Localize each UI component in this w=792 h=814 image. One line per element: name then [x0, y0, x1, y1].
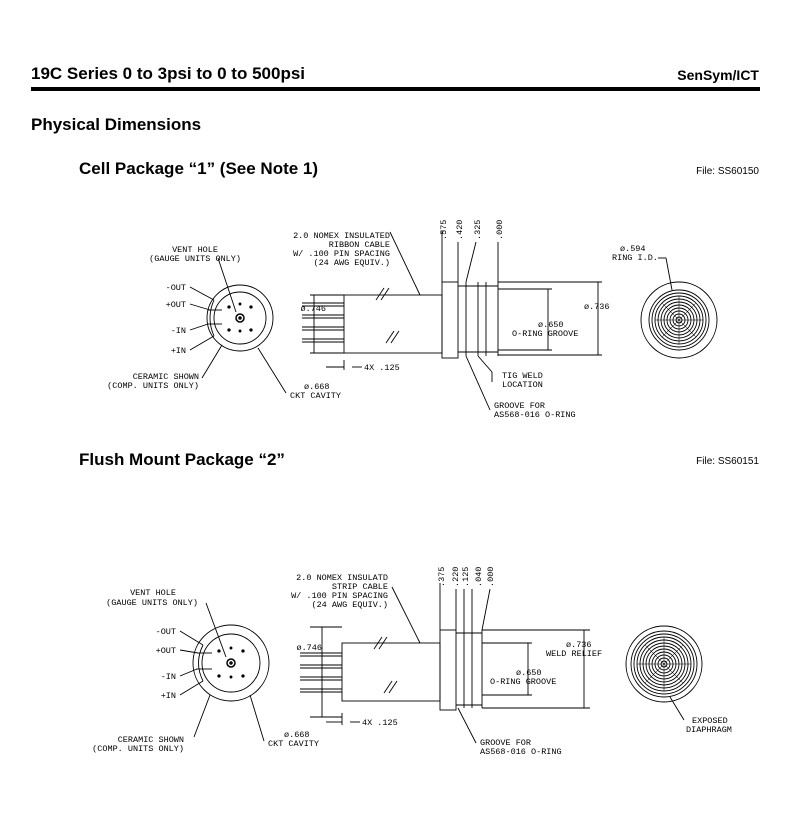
- package-2-dim-220: .220: [451, 567, 461, 587]
- package-2-in-minus-label: -IN: [161, 672, 176, 682]
- package-1-drawing: VENT HOLE (GAUGE UNITS ONLY) -OUT +OUT -…: [107, 220, 718, 420]
- package-2-cavity-label-sub: CKT CAVITY: [268, 739, 319, 749]
- package-1-groove-label-sub: AS568-016 O-RING: [494, 410, 576, 420]
- package-2-vent-label-sub: (GAUGE UNITS ONLY): [106, 598, 198, 608]
- package-2-weld-diameter: ø.736: [566, 640, 592, 650]
- package-1-oring-label: O-RING GROOVE: [512, 329, 578, 339]
- brand-name: SenSym/ICT: [677, 67, 759, 83]
- package-2-cable-label-3: W/ .100 PIN SPACING: [291, 591, 388, 601]
- package-1-tig-label: TIG WELD: [502, 371, 543, 381]
- package-1-in-plus-label: +IN: [171, 346, 186, 356]
- package-1-cable-label: 2.0 NOMEX INSULATED: [293, 231, 390, 241]
- section-title: Physical Dimensions: [31, 115, 202, 134]
- package-2-vent-label: VENT HOLE: [130, 588, 176, 598]
- package-1-rear-view: [640, 257, 718, 359]
- package-2-body-diameter: ø.746: [296, 643, 322, 653]
- package-1-cavity-label-sub: CKT CAVITY: [290, 391, 341, 401]
- package-2-groove-label-sub: AS568-016 O-RING: [480, 747, 562, 757]
- package-1-dim-420: .420: [455, 220, 465, 240]
- package-1-out-minus-label: -OUT: [166, 283, 186, 293]
- package-1-dim-000: .000: [495, 220, 505, 240]
- package-2-front-view: [179, 602, 270, 742]
- package-2-cable-label: 2.0 NOMEX INSULATD: [296, 573, 388, 583]
- package-1-oring-diameter: ø.650: [538, 320, 564, 330]
- package-2-diaphragm-label: EXPOSED: [692, 716, 728, 726]
- package-1-pin-dimension: 4X .125: [364, 363, 400, 373]
- header-rule: [31, 87, 760, 91]
- package-1-dim-325: .325: [473, 220, 483, 240]
- package-1-outer-diameter: ø.736: [584, 302, 610, 312]
- package-2-file-label: File: SS60151: [696, 456, 759, 467]
- package-2-dim-375: .375: [437, 567, 447, 587]
- package-2-pin-dimension: 4X .125: [362, 718, 398, 728]
- package-1-dim-575: .575: [439, 220, 449, 240]
- package-1-ceramic-label: CERAMIC SHOWN: [133, 372, 199, 382]
- package-2-side-view: [300, 583, 685, 744]
- document-title: 19C Series 0 to 3psi to 0 to 500psi: [31, 64, 306, 83]
- package-2-rear-view: [625, 625, 703, 703]
- package-2-oring-diameter: ø.650: [516, 668, 542, 678]
- package-1-file-label: File: SS60150: [696, 166, 759, 177]
- package-1-side-view: [302, 230, 602, 411]
- package-2-groove-label: GROOVE FOR: [480, 738, 531, 748]
- package-1-body-diameter: ø.746: [300, 304, 326, 314]
- package-2-out-plus-label: +OUT: [156, 646, 176, 656]
- package-1-title: Cell Package “1” (See Note 1): [79, 159, 319, 178]
- package-2-dim-125: .125: [461, 567, 471, 587]
- package-2-title: Flush Mount Package “2”: [79, 450, 285, 469]
- package-1-cable-label-2: RIBBON CABLE: [329, 240, 390, 250]
- package-2-ceramic-label: CERAMIC SHOWN: [118, 735, 184, 745]
- package-2-diaphragm-label-sub: DIAPHRAGM: [686, 725, 732, 735]
- package-1-in-minus-label: -IN: [171, 326, 186, 336]
- package-2-weld-label: WELD RELIEF: [546, 649, 602, 659]
- package-1-ceramic-label-sub: (COMP. UNITS ONLY): [107, 381, 199, 391]
- package-2-drawing: VENT HOLE (GAUGE UNITS ONLY) -OUT +OUT -…: [92, 567, 732, 757]
- package-2-ceramic-label-sub: (COMP. UNITS ONLY): [92, 744, 184, 754]
- package-2-cavity-label: ø.668: [284, 730, 310, 740]
- package-2-dim-040: .040: [474, 567, 484, 587]
- package-1-front-view: [189, 257, 287, 394]
- package-1-groove-label: GROOVE FOR: [494, 401, 545, 411]
- package-2-cable-label-2: STRIP CABLE: [332, 582, 388, 592]
- package-2-cable-label-4: (24 AWG EQUIV.): [311, 600, 388, 610]
- package-1-cable-label-3: W/ .100 PIN SPACING: [293, 249, 390, 259]
- package-1-vent-label-sub: (GAUGE UNITS ONLY): [149, 254, 241, 264]
- package-1-cavity-label: ø.668: [304, 382, 330, 392]
- package-1-vent-label: VENT HOLE: [172, 245, 218, 255]
- package-2-out-minus-label: -OUT: [156, 627, 176, 637]
- package-1-tig-label-sub: LOCATION: [502, 380, 543, 390]
- package-1-cable-label-4: (24 AWG EQUIV.): [313, 258, 390, 268]
- package-2-in-plus-label: +IN: [161, 691, 176, 701]
- package-1-ring-diameter: ø.594: [620, 244, 646, 254]
- package-2-oring-label: O-RING GROOVE: [490, 677, 556, 687]
- package-2-dim-000: .000: [486, 567, 496, 587]
- package-1-out-plus-label: +OUT: [166, 300, 186, 310]
- package-1-ring-label: RING I.D.: [612, 253, 658, 263]
